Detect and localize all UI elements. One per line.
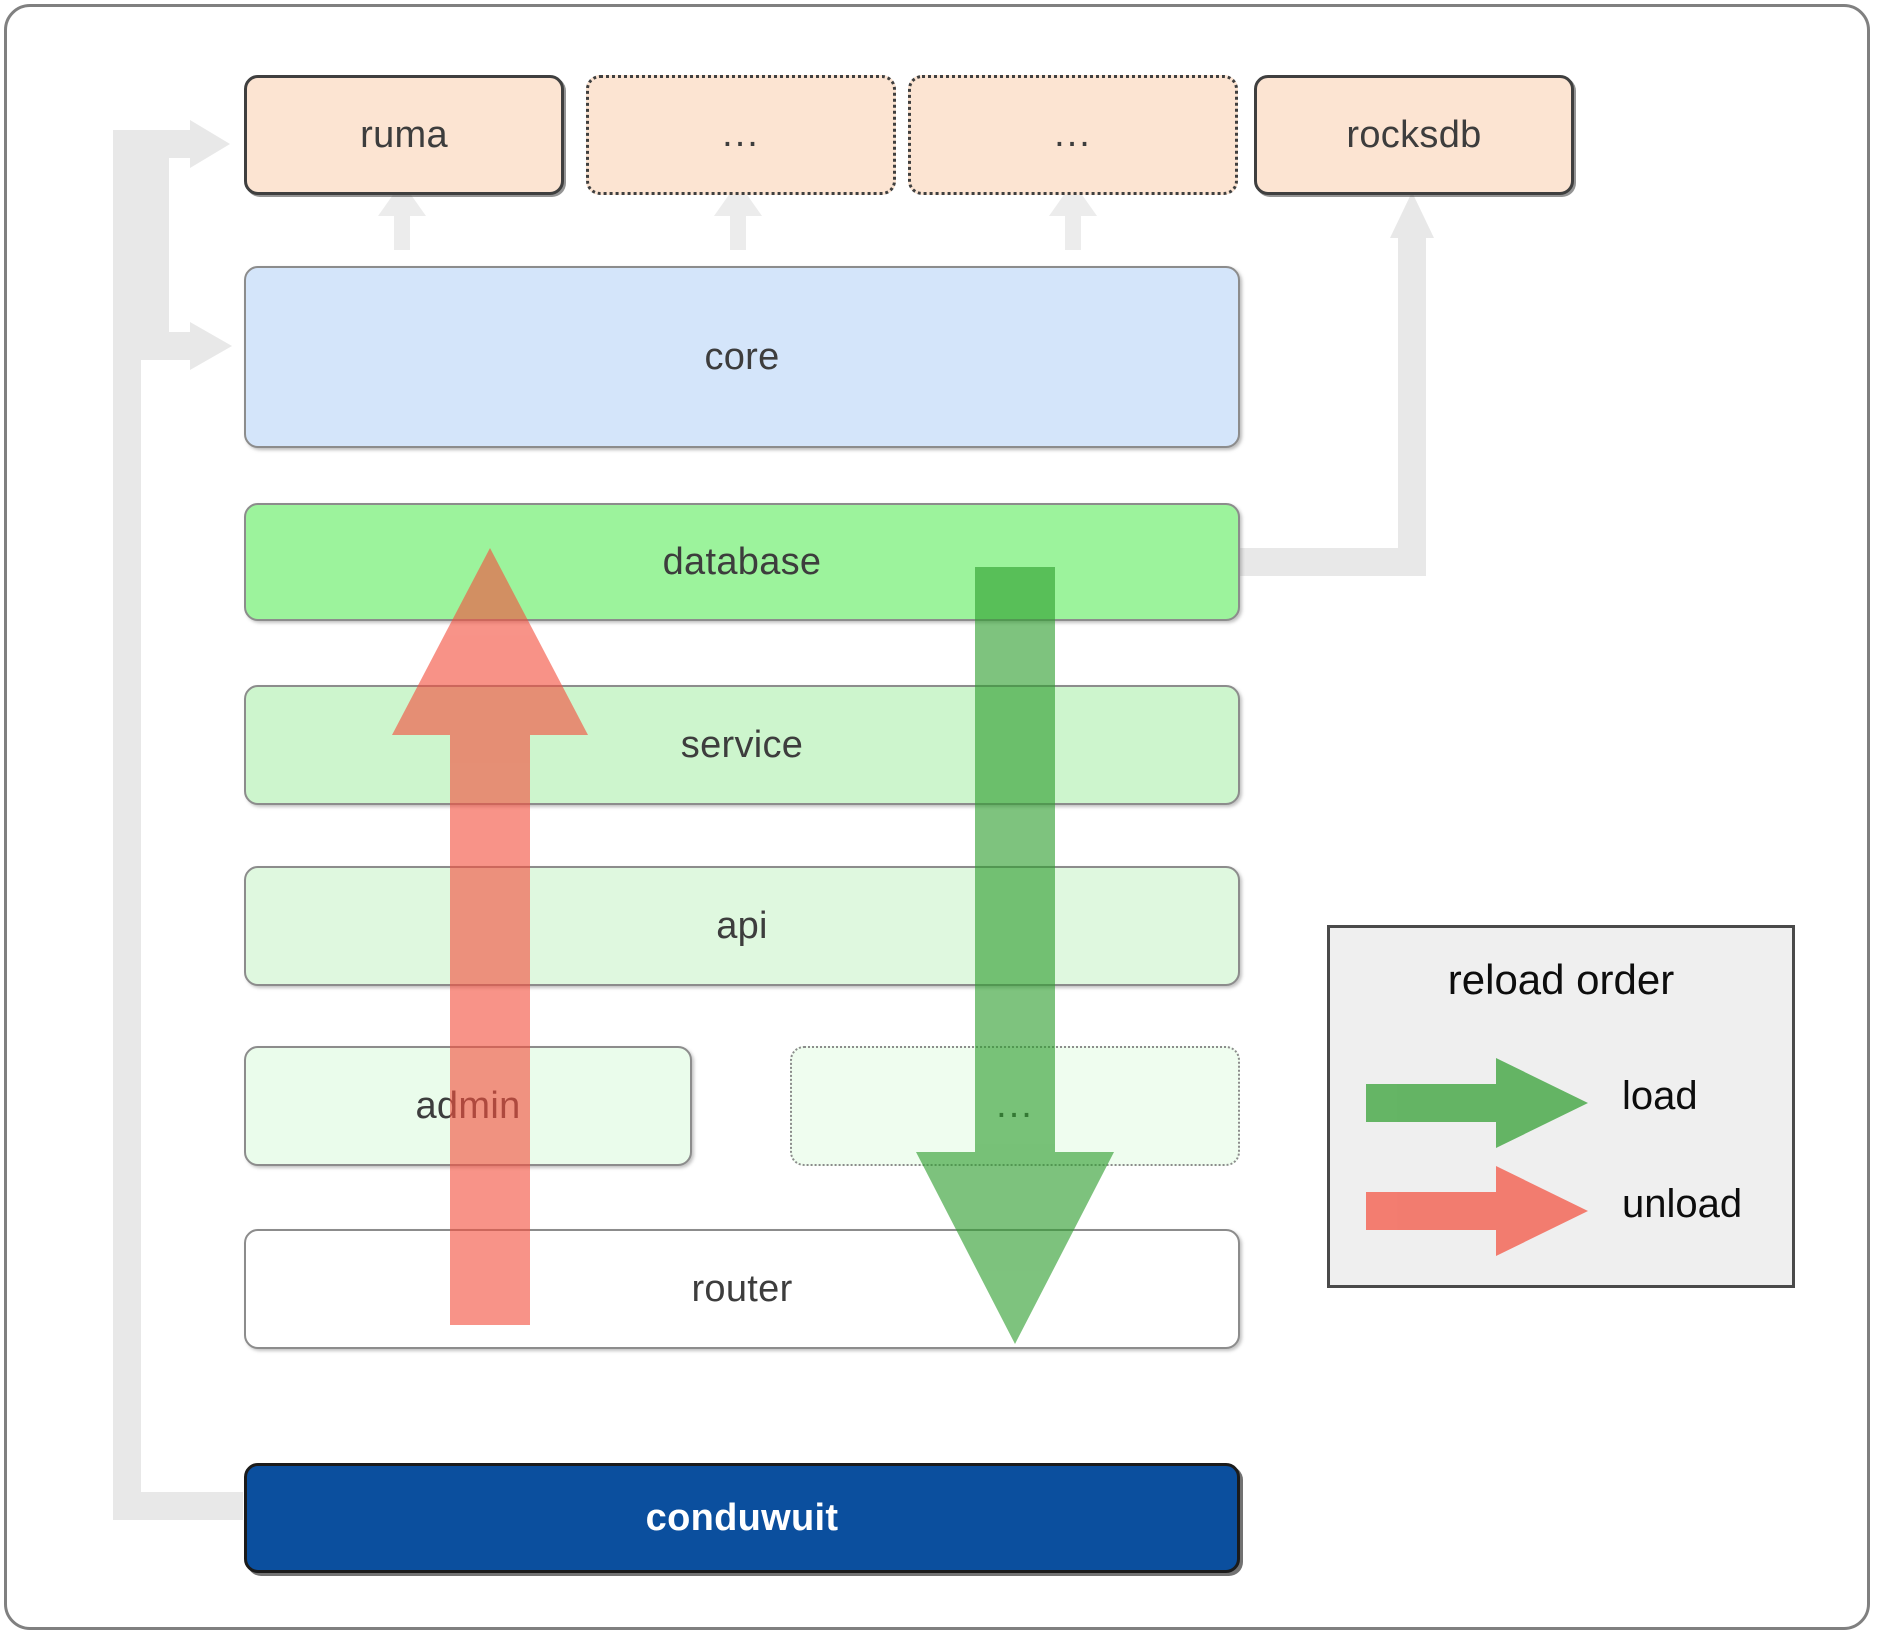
layer-label-admin-placeholder: ... (996, 1084, 1034, 1127)
legend-unload-arrow-icon (1366, 1166, 1588, 1256)
binary-box-conduwuit[interactable]: conduwuit (244, 1463, 1240, 1573)
legend-row-load: load (1330, 1058, 1792, 1148)
legend-title: reload order (1447, 956, 1675, 1003)
dependency-box-placeholder-2[interactable]: ... (908, 75, 1238, 195)
legend-row-unload: unload (1330, 1166, 1792, 1256)
dependency-label-ruma: ruma (360, 113, 448, 156)
layer-box-database[interactable]: database (244, 503, 1240, 621)
legend-label-unload: unload (1622, 1182, 1743, 1226)
legend-label-load: load (1622, 1074, 1698, 1118)
dependency-box-rocksdb[interactable]: rocksdb (1254, 75, 1574, 195)
layer-box-admin[interactable]: admin (244, 1046, 692, 1166)
diagram-outer-frame (4, 4, 1870, 1630)
layer-box-admin-placeholder[interactable]: ... (790, 1046, 1240, 1166)
layer-box-service[interactable]: service (244, 685, 1240, 805)
layer-box-router[interactable]: router (244, 1229, 1240, 1349)
dependency-label-placeholder-1: ... (722, 113, 760, 156)
layer-box-api[interactable]: api (244, 866, 1240, 986)
dependency-box-placeholder-1[interactable]: ... (586, 75, 896, 195)
legend-panel: reload order load unload (1327, 925, 1795, 1288)
layer-label-core: core (704, 335, 780, 378)
layer-box-core[interactable]: core (244, 266, 1240, 448)
layer-label-api: api (716, 904, 768, 947)
layer-label-admin: admin (415, 1084, 521, 1127)
layer-label-router: router (691, 1267, 793, 1310)
legend-load-arrow-icon (1366, 1058, 1588, 1148)
layer-label-service: service (680, 723, 804, 766)
layer-label-database: database (662, 540, 822, 583)
dependency-label-rocksdb: rocksdb (1346, 113, 1482, 156)
binary-label-conduwuit: conduwuit (645, 1496, 839, 1539)
dependency-box-ruma[interactable]: ruma (244, 75, 564, 195)
dependency-label-placeholder-2: ... (1054, 113, 1092, 156)
